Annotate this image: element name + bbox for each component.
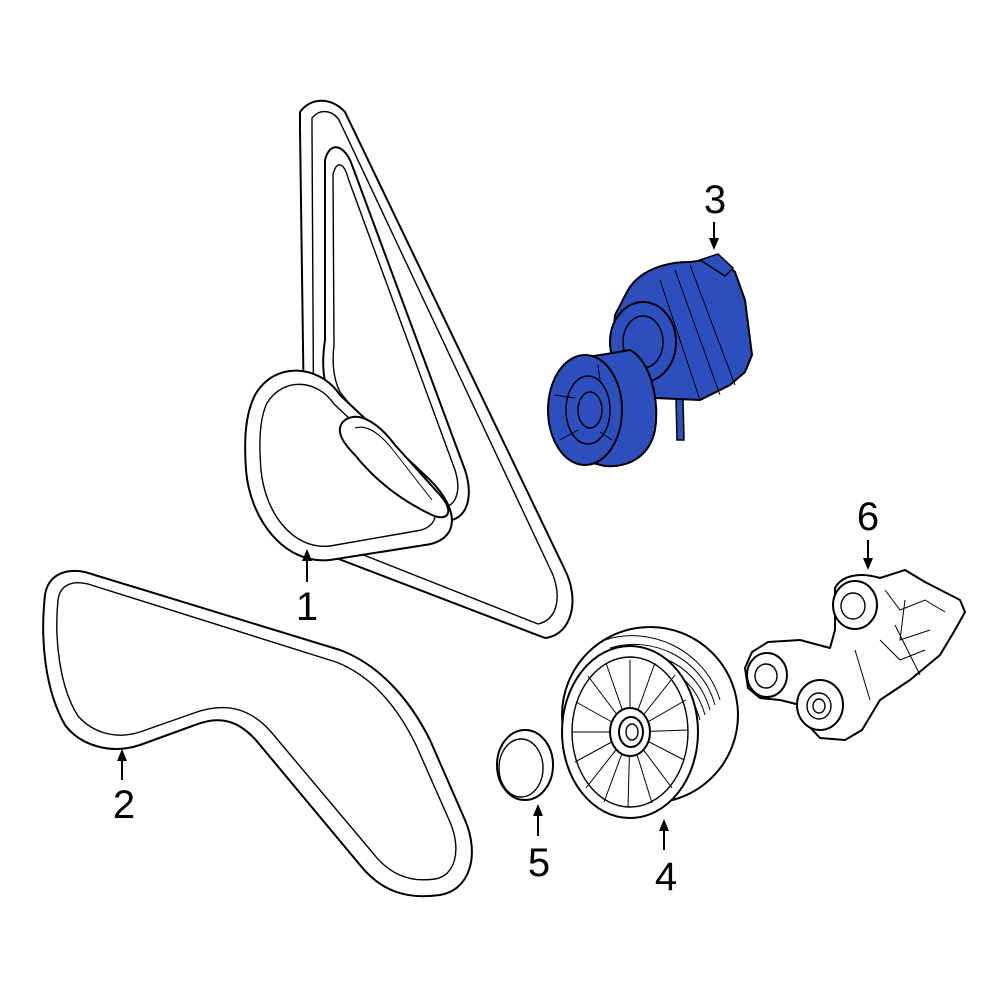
belt-2-part[interactable] (42, 570, 473, 898)
belt-1-part[interactable] (244, 99, 574, 639)
callout-1-label: 1 (296, 585, 318, 629)
callout-4: 4 (655, 819, 677, 899)
pulley-cap-part[interactable] (496, 729, 554, 801)
callout-5-label: 5 (528, 841, 550, 885)
callout-3: 3 (704, 178, 726, 250)
callout-4-label: 4 (655, 855, 677, 899)
tensioner-part[interactable] (547, 253, 754, 468)
callout-2: 2 (113, 749, 135, 827)
tensioner-bracket-part[interactable] (744, 569, 966, 741)
callout-3-label: 3 (704, 178, 726, 222)
callout-6: 6 (857, 495, 879, 570)
callout-1: 1 (296, 549, 318, 629)
callout-6-label: 6 (857, 495, 879, 539)
idler-pulley-part[interactable] (561, 626, 739, 819)
callout-2-label: 2 (113, 783, 135, 827)
callout-5: 5 (528, 804, 550, 885)
